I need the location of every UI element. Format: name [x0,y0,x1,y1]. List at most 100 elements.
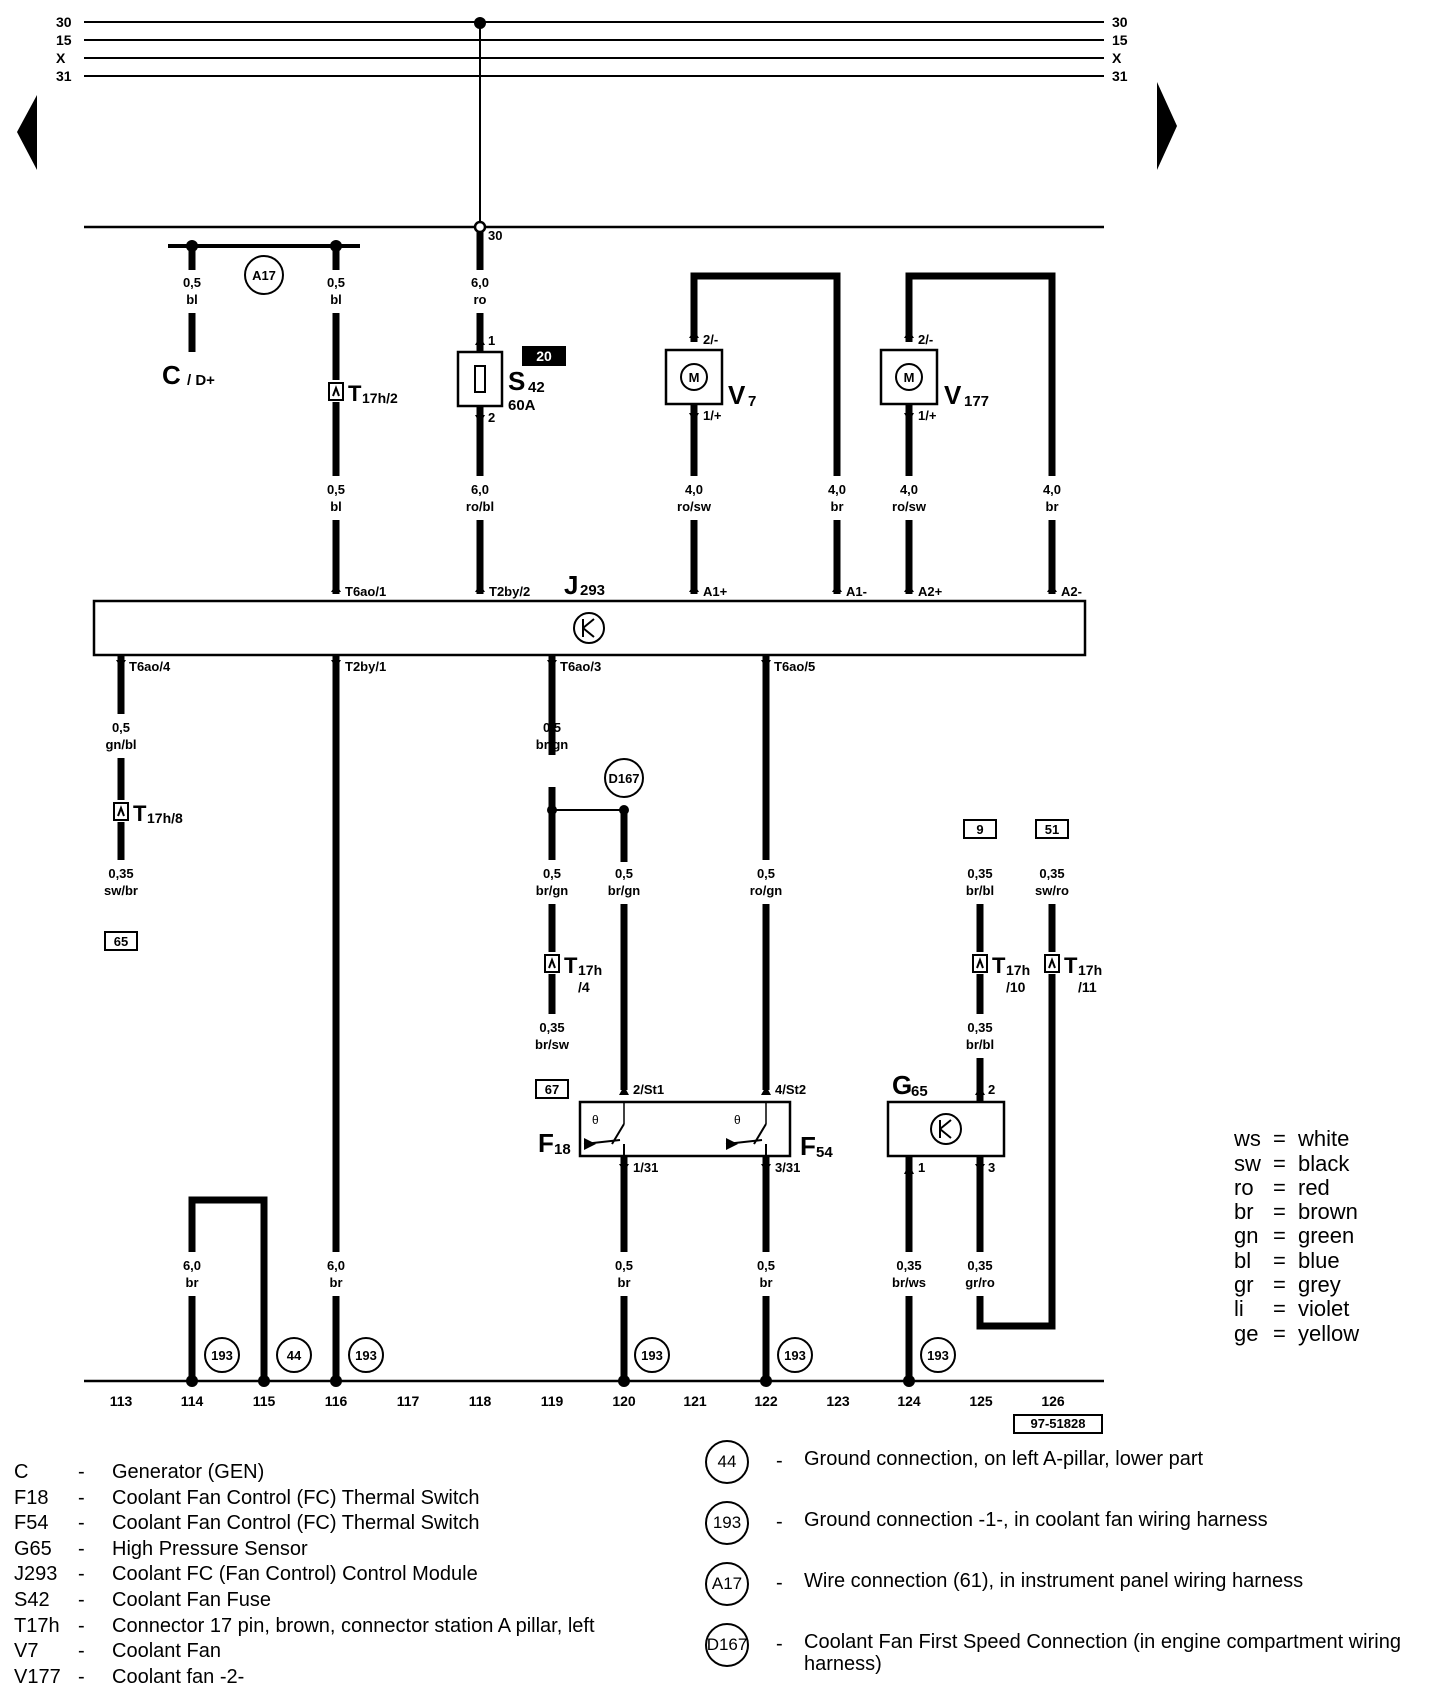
wire-size: 0,35 [896,1258,921,1273]
bus-label-right: X [1112,50,1122,66]
wire-color: ro/sw [677,499,712,514]
connector-t17h4-sub2: /4 [578,979,590,995]
fuse-s42-sub: 42 [528,379,545,396]
next-page-arrow[interactable] [1157,82,1177,170]
wire-size: 0,5 [543,720,561,735]
d167-marker [604,758,644,798]
connection-symbol: 193 [705,1501,749,1545]
component-list-item: V177-Coolant fan -2- [14,1665,674,1690]
pressure-sensor-g65-sub: 65 [911,1083,928,1100]
wire-color: br/bl [966,1037,994,1052]
pressure-sensor-g65-label: G [892,1070,912,1100]
v177-loop-wire [905,272,1056,476]
grid-number: 125 [969,1393,993,1409]
component-list-item: C-Generator (GEN) [14,1460,674,1486]
fuse-s42-label: S [508,366,525,396]
connector-t17h4-sub: 17h [578,962,602,978]
prev-page-arrow[interactable] [17,95,37,170]
v7-pin-bottom: 1/+ [703,408,722,423]
wire-color: br/sw [535,1037,570,1052]
svg-text:θ: θ [734,1113,741,1127]
connection-list-item: D167 - Coolant Fan First Speed Connectio… [700,1623,1420,1683]
svg-text:ge: ge [1234,1321,1258,1346]
motor-v177-symbol [879,348,939,406]
svg-text:gn: gn [1234,1223,1258,1248]
wire-color: bl [330,499,342,514]
component-description: High Pressure Sensor [112,1537,308,1560]
ref-box-51[interactable] [1035,819,1069,839]
wire-size: 6,0 [471,275,489,290]
grid-number: 122 [754,1393,778,1409]
j293-pin-top: A1- [846,584,867,599]
svg-text:grey: grey [1298,1272,1341,1297]
wire-size: 4,0 [1043,482,1061,497]
wire-size: 0,5 [327,482,345,497]
component-description: Coolant Fan Control (FC) Thermal Switch [112,1486,480,1509]
ground-loop-wire [188,1196,268,1380]
v177-motor-glyph: M [904,370,915,385]
connector-t17h8-label: T [133,801,147,826]
ground-marker-193: 193 [920,1337,956,1373]
grid-number: 121 [683,1393,707,1409]
s42-badge [522,346,566,366]
svg-text:=: = [1273,1126,1286,1151]
connector-t17h11-symbol [1044,954,1060,973]
j293-pin-top: T6ao/1 [345,584,386,599]
component-code: C [14,1461,29,1483]
connection-description: Wire connection (61), in instrument pane… [804,1570,1304,1592]
wire-color: sw/br [104,883,138,898]
wire-size: 4,0 [828,482,846,497]
wire-color: br [1046,499,1059,514]
wire-size: 0,35 [108,866,133,881]
v7-pin-top: 2/- [703,332,718,347]
switch-f18-label: F [538,1128,554,1158]
g65-pin-left: 1 [918,1160,925,1175]
svg-text:=: = [1273,1199,1286,1224]
svg-text:ws: ws [1233,1126,1261,1151]
bus-label-left: X [56,50,66,66]
wire-color: gr/ro [965,1275,995,1290]
junction-30-label: 30 [488,228,502,243]
ground-marker-193: 193 [348,1337,384,1373]
v177-pin-top: 2/- [918,332,933,347]
f18-pin-top: 2/St1 [633,1082,664,1097]
motor-v7-sub: 7 [748,393,756,410]
wire-color: br/gn [536,737,569,752]
svg-text:=: = [1273,1151,1286,1176]
wire-size: 0,5 [757,866,775,881]
component-code: T17h [14,1614,60,1637]
component-description: Coolant Fan Fuse [112,1588,271,1611]
grid-number: 117 [397,1393,420,1409]
g65-electronic-icon [930,1113,962,1145]
v7-motor-glyph: M [689,370,700,385]
ground-marker-193: 193 [777,1337,813,1373]
connector-t17h8-sub: 17h/8 [147,810,183,826]
component-code: J293 [14,1563,58,1586]
wire-color: ro/bl [466,499,494,514]
svg-text:=: = [1273,1248,1286,1273]
f18-pin-bottom: 1/31 [633,1160,658,1175]
connection-symbol: 44 [705,1440,749,1484]
generator-sub: / D+ [187,372,215,389]
wire-color: bl [186,292,198,307]
connector-t17h10-label: T [992,953,1006,978]
wire-color: br/gn [608,883,641,898]
ground-marker-193: 193 [634,1337,670,1373]
svg-text:bl: bl [1234,1248,1251,1273]
component-list-item: T17h-Connector 17 pin, brown, connector … [14,1614,674,1640]
v7-loop-wire [690,272,841,476]
wire-color: br [618,1275,631,1290]
s42-pin-out: 2 [488,410,495,425]
j293-pin-bottom: T2by/1 [345,659,386,674]
ref-box-9[interactable] [963,819,997,839]
svg-text:193: 193 [784,1348,806,1363]
j293-pin-top: A1+ [703,584,728,599]
connector-t17h2-sub: 17h/2 [362,390,398,406]
generator-label: C [162,360,181,390]
ref-box-65[interactable] [104,931,138,951]
g65-pin-top: 2 [988,1082,995,1097]
power-bus [84,21,1104,77]
s42-badge-label: 20 [536,348,552,364]
j293-electronic-icon [573,612,605,644]
ref-box-67[interactable] [535,1079,569,1099]
